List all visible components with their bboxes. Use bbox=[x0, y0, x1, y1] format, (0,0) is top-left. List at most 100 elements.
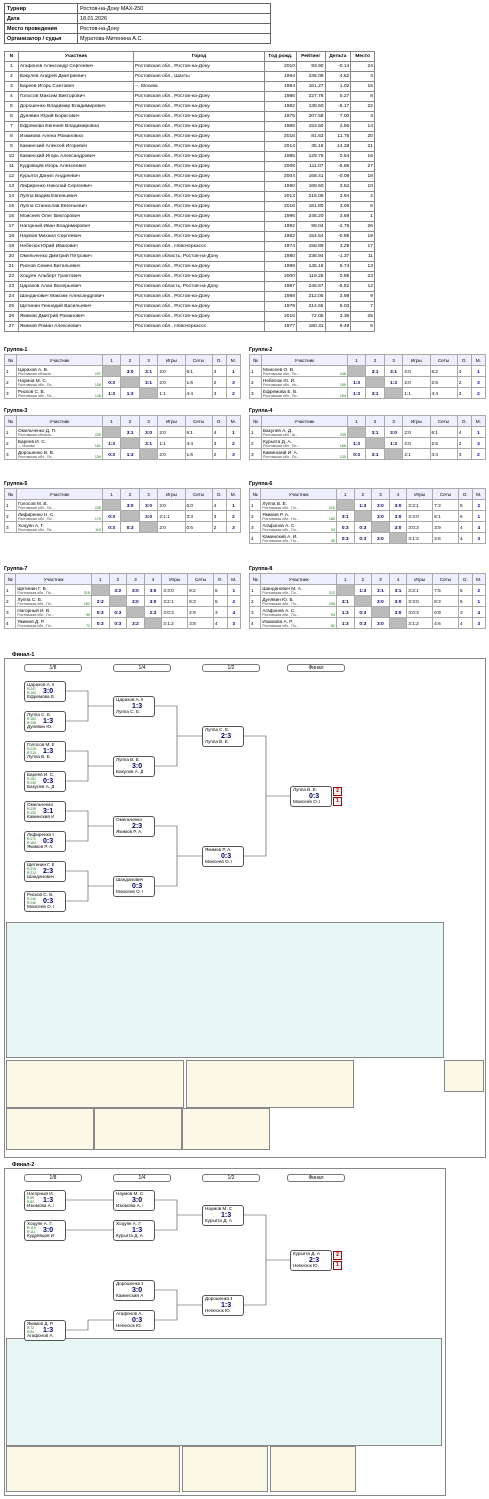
rating-b: R:180 bbox=[27, 840, 36, 845]
group-col-header: № bbox=[248, 488, 262, 500]
round-title: 1/8 bbox=[24, 1174, 82, 1182]
final1-places-11-12 bbox=[94, 1108, 182, 1150]
player-name: Изюмова А. Р. bbox=[262, 618, 293, 624]
rating-b: R:208 bbox=[27, 720, 36, 725]
rating-b: R:246 bbox=[27, 900, 36, 905]
player-name: Агафонов А. С. bbox=[262, 607, 296, 613]
bracket-connector bbox=[64, 810, 89, 826]
player-city: Ростовская обл., По...182 bbox=[17, 602, 90, 606]
player-city-text: Ростовская обл., По... bbox=[262, 371, 300, 376]
group-result: 1:3 bbox=[101, 387, 122, 399]
group-place: 2 bbox=[470, 448, 487, 460]
match-score: 2:3 bbox=[132, 823, 143, 830]
group-player: Рисков С. В.Ростовская обл., По...146 bbox=[15, 387, 103, 399]
player-name: Хоцуян А. Г. bbox=[17, 522, 45, 528]
match-player-a: Луппа В. Е. bbox=[116, 758, 141, 762]
group-points: 4 bbox=[213, 617, 228, 629]
group-place: 3 bbox=[471, 617, 486, 629]
player-city-text: Ростовская обл., По... bbox=[17, 505, 55, 510]
player-rating: 170 bbox=[94, 516, 101, 521]
group-player: Изюмова А. Р.Ростовская обл., По...82 bbox=[260, 617, 337, 629]
match-score: 1:3 bbox=[221, 1302, 232, 1309]
group-title: Группа-6 bbox=[249, 481, 273, 487]
match-player-a: Агафонов А. С. bbox=[116, 1312, 143, 1316]
player-city: Ростовская обл., По...246 bbox=[263, 372, 346, 376]
player-city-text: Ростовская обл., По... bbox=[262, 443, 300, 448]
final-place: 2 bbox=[333, 1251, 342, 1260]
match-player-b: Луппа В. Е. bbox=[27, 755, 52, 759]
player-name: Небесюк Ю. И. bbox=[262, 377, 296, 383]
group-place: 2 bbox=[471, 499, 486, 511]
round-title: 1/8 bbox=[24, 664, 82, 672]
final2-title: Финал-2 bbox=[12, 1162, 35, 1168]
match-score: 3:0 bbox=[132, 1287, 143, 1294]
round-title: 1/2 bbox=[202, 1174, 260, 1182]
player-city-text: Ростовская обл., По... bbox=[17, 382, 55, 387]
group-result bbox=[383, 387, 404, 399]
rating-b: R:235 bbox=[27, 780, 36, 785]
bracket-connector bbox=[242, 1260, 267, 1306]
rating-b: R:154 bbox=[27, 690, 36, 695]
player-name: Рисков С. В. bbox=[17, 388, 45, 394]
group-place: 3 bbox=[226, 617, 241, 629]
player-city-text: Ростовская обл., Но... bbox=[262, 382, 300, 387]
player-city: Ростовская обл., По...146 bbox=[18, 394, 101, 398]
group-points: 3 bbox=[211, 387, 227, 399]
rating-b: R:94 bbox=[27, 1329, 34, 1334]
group-row-number: 4 bbox=[248, 532, 262, 544]
match-player-b: Курьята Д. А. bbox=[205, 1219, 232, 1223]
match-player-a: Шанданович М... bbox=[116, 878, 143, 882]
match-score: 2:3 bbox=[309, 1257, 320, 1264]
match-player-b: Каминский И. А. bbox=[27, 815, 54, 819]
info-value: Муратова-Митенина А.С. bbox=[77, 33, 271, 44]
player-name: Омельченко Д. П. bbox=[17, 427, 57, 433]
rating-b: R:130 bbox=[27, 810, 36, 815]
player-rating: 72 bbox=[85, 623, 90, 628]
match-score: 0:3 bbox=[43, 838, 54, 845]
match-score: 1:3 bbox=[43, 718, 54, 725]
player-name: Якимов Д. Р. bbox=[17, 618, 45, 624]
group-games: 1:1 bbox=[157, 387, 186, 399]
player-city: Ростовская обл., По...208 bbox=[262, 602, 335, 606]
group-title: Группа-5 bbox=[4, 481, 28, 487]
match-player-a: Луппа С. Е. bbox=[205, 728, 230, 732]
match-player-a: Наумов М. С. bbox=[116, 1192, 143, 1196]
match-score: 1:3 bbox=[132, 1227, 143, 1234]
match-player-b: Якимов Р. А. bbox=[27, 845, 54, 849]
match-player-a: Луппа С. Е. bbox=[27, 713, 52, 717]
group-player: Моисеев О. В.Ростовская обл., По...246 bbox=[260, 365, 348, 377]
match-score: 0:3 bbox=[43, 778, 54, 785]
group-row-number: 4 bbox=[248, 617, 262, 629]
match-player-a: Якимов Р. А. bbox=[205, 848, 232, 852]
final1-title: Финал-1 bbox=[12, 652, 35, 658]
player-city: Ростовская обл., По...228 bbox=[18, 506, 101, 510]
player-city-text: Ростовская обл., По... bbox=[262, 454, 300, 459]
player-rating: 155 bbox=[94, 382, 101, 387]
player-name: Бареев И. С. bbox=[17, 438, 46, 444]
table-cell: 1977 bbox=[264, 321, 297, 332]
